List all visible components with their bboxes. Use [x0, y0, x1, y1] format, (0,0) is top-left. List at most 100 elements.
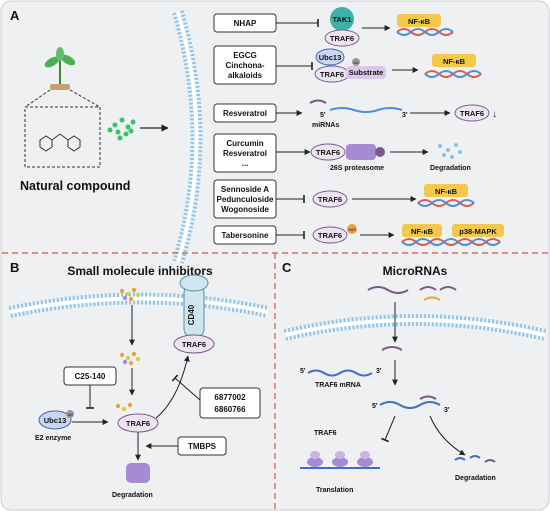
five-prime-c2: 5' [372, 403, 378, 410]
traf6-protein-a5 [312, 190, 348, 208]
traf6-label-a5: TRAF6 [318, 195, 342, 204]
five-prime-a: 5' [320, 112, 326, 119]
substrate-label: Substrate [349, 68, 384, 77]
translation-label: Translation [316, 487, 353, 494]
compound-sennoside-line2: Pedunculoside [217, 195, 274, 204]
panel-c-letter: C [282, 260, 292, 275]
nfkb-label-a1: NF-κB [408, 17, 431, 26]
compound-box-egcg [213, 45, 277, 85]
tak1-protein [330, 7, 354, 31]
inhibitor-dots-bottom [115, 402, 133, 412]
compound-tabersonine-label: Tabersonine [222, 231, 270, 240]
p38-label: p38-MAPK [459, 227, 497, 236]
traf6-protein-a3 [454, 104, 490, 122]
zoom-line-left [24, 89, 51, 108]
three-prime-c1: 3' [376, 368, 382, 375]
nfkb-label-a6: NF-κB [411, 227, 434, 236]
degradation-label-b: Degradation [112, 492, 153, 499]
inhibitor-dots-mid [119, 351, 141, 366]
ub-label-b: Ub [67, 412, 73, 417]
compound-curcumin-line2: Resveratrol [223, 149, 267, 158]
traf6-label-a3: TRAF6 [460, 109, 484, 118]
row-egcg: EGCG Cinchona- alkaloids Ubc13 TRAF6 Ub … [213, 45, 482, 85]
traf6-label-a4: TRAF6 [316, 148, 340, 157]
natural-compound-label: Natural compound [20, 179, 130, 193]
row-resveratrol: Resveratrol 5' 3' miRNAs TRAF6 ↓ [213, 99, 497, 129]
inhib-line1: 6877002 [214, 393, 246, 402]
ub-icon-a [352, 58, 360, 66]
three-prime-a: 3' [402, 112, 408, 119]
row-nhap: NHAP TAK1 TRAF6 NF-κB [213, 7, 454, 47]
compound-egcg-line2: Cinchona- [225, 61, 264, 70]
k63-label: K63 [348, 227, 356, 232]
molecule-box [24, 106, 101, 168]
panel-a: A Natural compound [10, 7, 504, 264]
five-prime-c1: 5' [300, 368, 306, 375]
panel-a-letter: A [10, 8, 20, 23]
traf6-label-b-mid: TRAF6 [126, 419, 150, 428]
dna-icon-a6 [401, 238, 501, 246]
inhibitor-dots-top [119, 287, 141, 302]
nfkb-label-a5: NF-κB [435, 187, 458, 196]
inhib-line2: 6860766 [214, 405, 246, 414]
traf6-protein-a6 [312, 226, 348, 244]
traf6-mrna-icon [307, 369, 373, 377]
traf6-label-a2: TRAF6 [320, 70, 344, 79]
ribosome-icons [300, 451, 380, 469]
traf6-label-a1: TRAF6 [330, 34, 354, 43]
panel-c-title: MicroRNAs [383, 264, 448, 278]
three-prime-c2: 3' [444, 407, 450, 414]
nfkb-pill-a6 [402, 224, 442, 237]
proteasome-icon-b [126, 463, 150, 483]
mirna-icon-c [381, 346, 403, 351]
zoom-line-right [69, 89, 101, 108]
compound-resveratrol-label: Resveratrol [223, 109, 267, 118]
mirna-icon-a [309, 99, 327, 104]
compound-egcg-line1: EGCG [233, 51, 257, 60]
compound-nhap-label: NHAP [234, 19, 257, 28]
panel-b-letter: B [10, 260, 19, 275]
inhib-box [199, 387, 261, 419]
ubc13-protein-a [315, 48, 345, 66]
compound-egcg-line3: alkaloids [228, 71, 263, 80]
proteasome-label-a: 26S proteasome [330, 165, 384, 172]
panel-c: C MicroRNAs 5' 3' TRAF6 mRNA 5' 3' TRAF6 [282, 260, 547, 494]
nfkb-pill-a2 [432, 54, 476, 67]
nfkb-label-a2: NF-κB [443, 57, 466, 66]
p38-pill [452, 224, 504, 237]
bound-mrna-icon [379, 401, 441, 409]
compound-box-curcumin [213, 133, 277, 173]
mirnas-label: miRNAs [312, 122, 339, 129]
compound-dots [107, 117, 136, 141]
panel-b: B Small molecule inhibitors CD40 TRAF6 C… [8, 260, 270, 499]
row-tabersonine: Tabersonine TRAF6 K63 NF-κB p38-MAPK [213, 224, 504, 246]
cd40-label: CD40 [187, 304, 196, 325]
row-curcumin: Curcumin Resveratrol ... TRAF6 26S prote… [213, 133, 471, 173]
degradation-label-c: Degradation [455, 475, 496, 482]
panel-b-title: Small molecule inhibitors [67, 264, 213, 278]
proteasome-icon-a [346, 144, 376, 160]
compound-sennoside-line3: Wogonoside [221, 205, 269, 214]
e2-enzyme-label: E2 enzyme [35, 435, 71, 442]
nfkb-pill-a1 [397, 14, 441, 27]
degradation-dots-a [438, 143, 462, 159]
tak1-label: TAK1 [332, 15, 351, 24]
k63-icon [347, 224, 357, 234]
c25-label: C25-140 [75, 372, 106, 381]
row-sennoside: Sennoside A Pedunculoside Wogonoside TRA… [213, 179, 475, 219]
ubc13-label-b: Ubc13 [44, 416, 67, 425]
compound-curcumin-line1: Curcumin [226, 139, 263, 148]
substrate-pill [346, 66, 386, 79]
tmbps-label: TMBPS [188, 442, 217, 451]
ub-label-a: Ub [353, 60, 359, 65]
degradation-label-a: Degradation [430, 165, 471, 172]
down-arrow-a3: ↓ [492, 109, 497, 120]
traf6-protein-a4 [310, 143, 346, 161]
traf6-label-b-top: TRAF6 [182, 340, 206, 349]
ubc13-protein-b [38, 410, 72, 430]
traf6-to-cd40-arrow [155, 355, 190, 419]
degradation-fragments-c [454, 455, 496, 463]
traf6-label-c: TRAF6 [314, 430, 337, 437]
ub-icon-b [66, 410, 74, 418]
